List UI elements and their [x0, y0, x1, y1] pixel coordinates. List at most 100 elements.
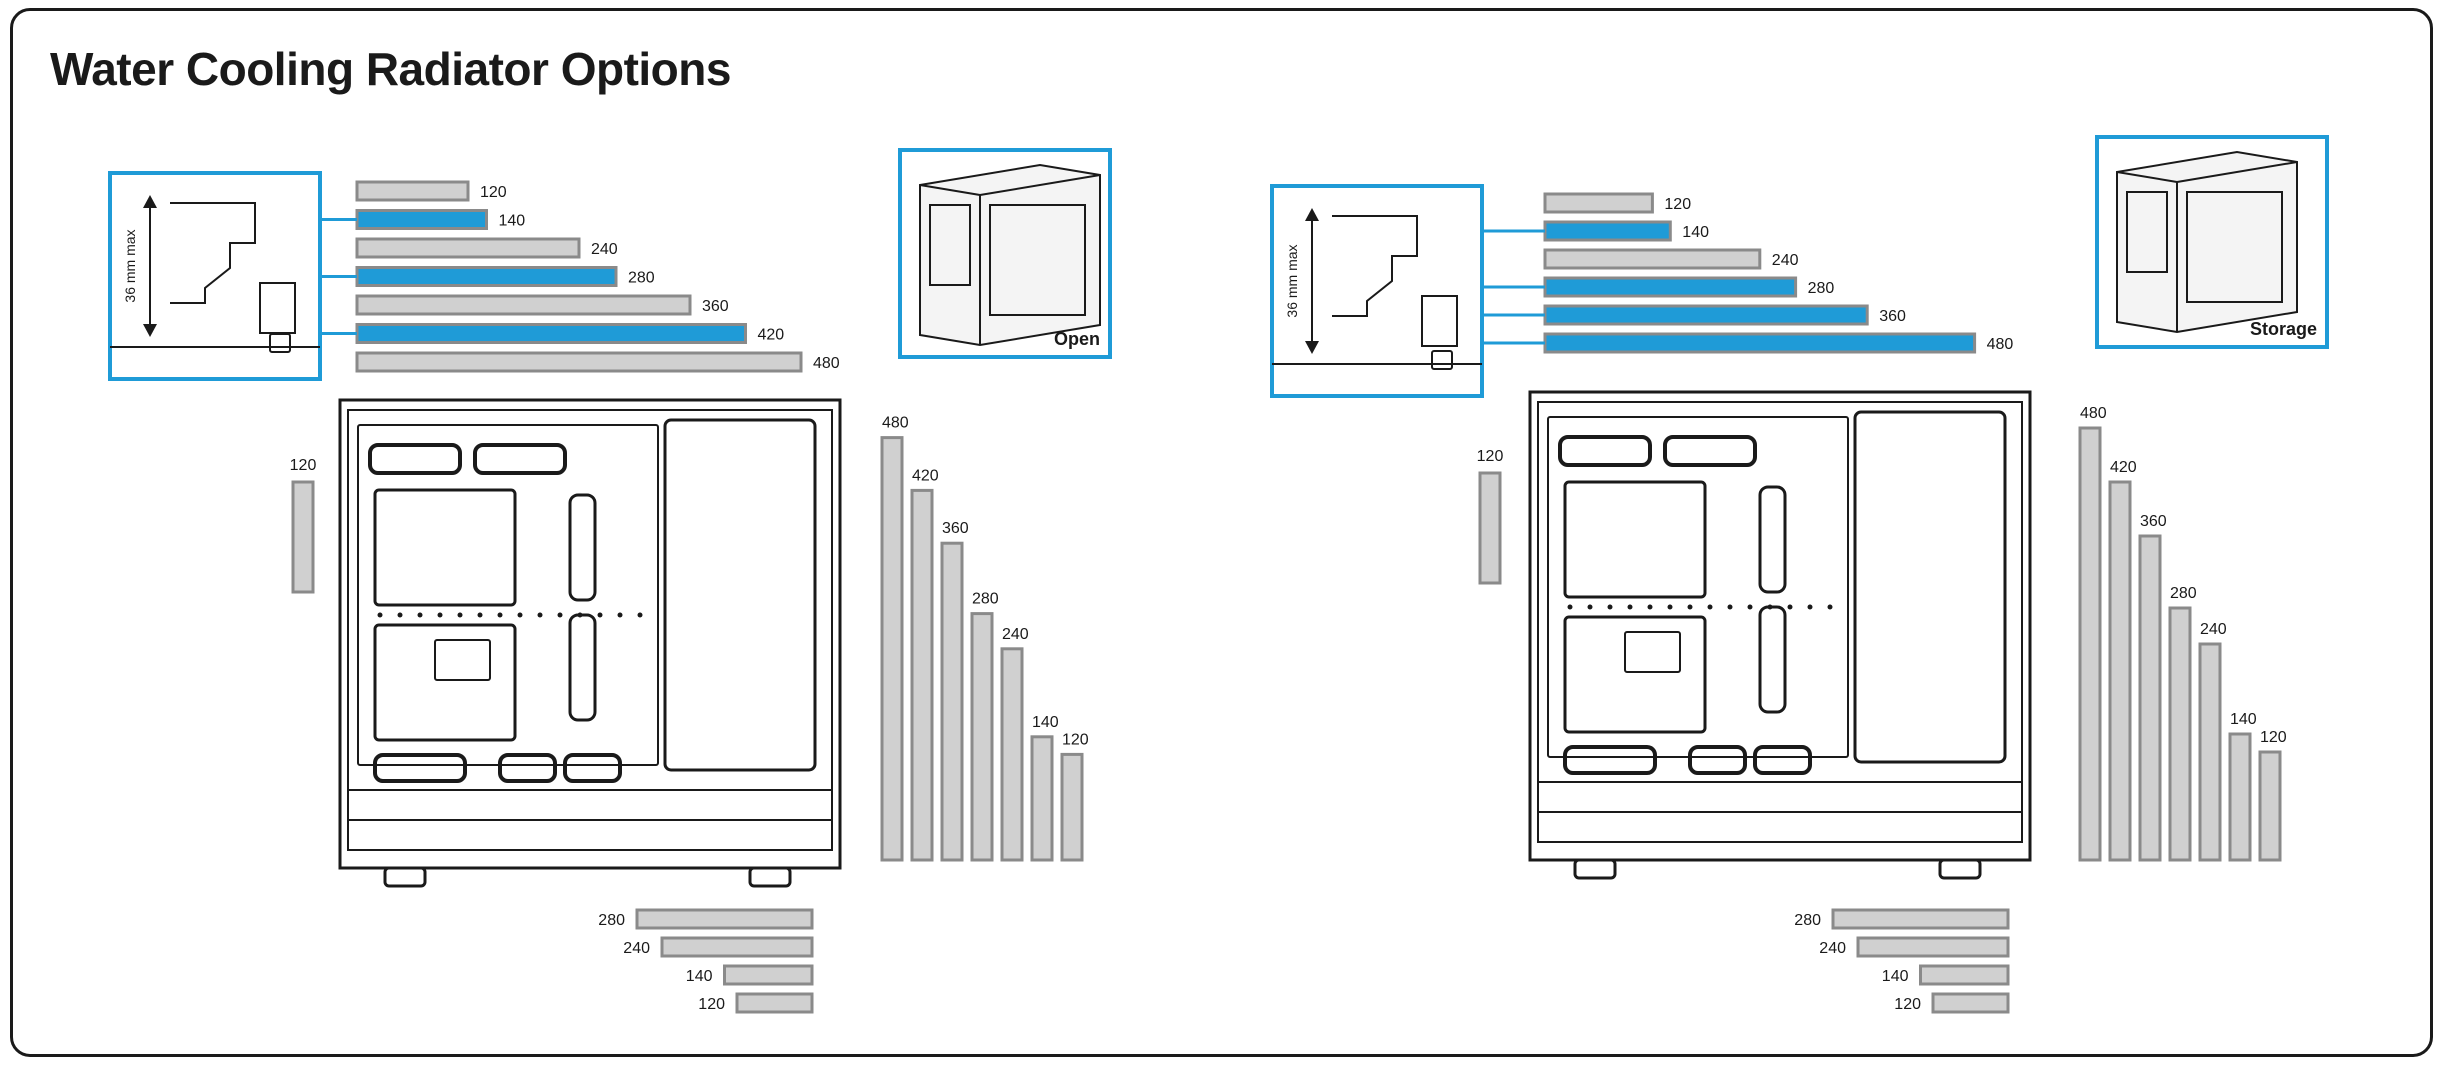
- front-radiator-label: 120: [1062, 731, 1089, 748]
- mount-hole: [1767, 604, 1773, 610]
- case-iso-panel: [929, 204, 971, 286]
- clearance-arrow-head-top: [143, 195, 157, 208]
- screw-profile: [269, 333, 291, 353]
- case-outline: [338, 398, 842, 870]
- clearance-label: 36 mm max: [1284, 244, 1300, 317]
- front-radiator-label: 360: [2140, 513, 2167, 530]
- top-radiator-120: [1543, 192, 1654, 214]
- mount-hole: [1747, 604, 1753, 610]
- left-panel: 36 mm maxOpen120140240280360420480120480…: [108, 148, 1112, 1014]
- top-fan-slot-1: [368, 443, 462, 475]
- front-radiator-480: [880, 436, 904, 862]
- case-iso-window: [2186, 191, 2283, 303]
- top-radiator-label: 360: [1879, 308, 1906, 325]
- top-radiator-label: 240: [591, 241, 618, 258]
- case-foot-right: [748, 866, 792, 888]
- right-panel: 36 mm maxStorage120140240280360480120480…: [1270, 135, 2329, 1014]
- mount-hole: [1807, 604, 1813, 610]
- psu-area: [1563, 615, 1707, 734]
- front-radiator-label: 140: [1032, 714, 1059, 731]
- front-radiator-label: 420: [912, 467, 939, 484]
- bottom-fan-slot-1: [373, 753, 467, 783]
- case-outline: [1528, 390, 2032, 862]
- front-radiator-140: [1030, 735, 1054, 862]
- mount-hole: [1607, 604, 1613, 610]
- mb-tray: [1547, 416, 1849, 758]
- psu-area: [373, 623, 517, 742]
- case-iso-top-edge: [2116, 171, 2178, 183]
- clearance-arrow-head-top: [1305, 208, 1319, 221]
- mount-hole: [1567, 604, 1573, 610]
- front-radiator-280: [2168, 606, 2192, 862]
- front-radiator-label: 120: [2260, 729, 2287, 746]
- case-iso-top-edge: [919, 184, 981, 196]
- front-radiator-240: [2198, 642, 2222, 862]
- case-iso-top-edge2: [979, 174, 1101, 196]
- bottom-fan-slot-2: [498, 753, 557, 783]
- top-radiator-label: 120: [1664, 196, 1691, 213]
- bottom-radiator-240: [1856, 936, 2010, 958]
- view-thumbnail: Open: [898, 148, 1112, 359]
- bottom-fan-slot-1: [1563, 745, 1657, 775]
- top-radiator-label: 120: [480, 184, 507, 201]
- front-radiator-240: [1000, 647, 1024, 862]
- top-radiator-140: [355, 209, 488, 230]
- bottom-radiator-120: [1931, 992, 2010, 1014]
- rear-radiator-120: [291, 480, 315, 594]
- mount-hole: [497, 612, 503, 618]
- bottom-radiator-140: [1919, 964, 2010, 986]
- case-iso-body: [919, 163, 1101, 347]
- case-drawing: [1528, 390, 2032, 880]
- fan-profile: [1421, 295, 1458, 347]
- case-drawing: [338, 398, 842, 888]
- top-radiator-120: [355, 180, 470, 202]
- side-fan-slot-2: [1758, 605, 1787, 714]
- top-radiator-280: [355, 266, 618, 287]
- bottom-radiator-label: 120: [1894, 996, 1921, 1013]
- cpu-cutout: [373, 488, 517, 607]
- top-radiator-420: [355, 323, 747, 344]
- mount-hole: [397, 612, 403, 618]
- front-radiator-120: [2258, 750, 2282, 862]
- mount-hole: [1687, 604, 1693, 610]
- bottom-radiator-140: [723, 964, 814, 986]
- top-radiator-240: [1543, 248, 1762, 270]
- case-iso-panel: [2126, 191, 2168, 273]
- case-iso-body: [2116, 150, 2298, 334]
- front-radiator-label: 140: [2230, 711, 2257, 728]
- front-radiator-label: 420: [2110, 459, 2137, 476]
- view-label: Open: [1054, 329, 1100, 349]
- clearance-arrow-head-bottom: [143, 324, 157, 337]
- front-radiator-label: 240: [1002, 626, 1029, 643]
- bottom-radiator-label: 240: [623, 940, 650, 957]
- top-radiator-label: 280: [1808, 280, 1835, 297]
- case-iso-window: [989, 204, 1086, 316]
- mount-hole: [617, 612, 623, 618]
- bottom-radiator-120: [735, 992, 814, 1014]
- mount-hole: [1727, 604, 1733, 610]
- io-label: [1624, 631, 1681, 673]
- front-radiator-label: 480: [2080, 405, 2107, 422]
- case-iso-top-edge2: [2176, 161, 2298, 183]
- front-radiator-360: [2138, 534, 2162, 862]
- clearance-label: 36 mm max: [122, 229, 138, 302]
- rear-radiator-label: 120: [1477, 448, 1504, 465]
- view-label: Storage: [2250, 319, 2317, 339]
- bottom-fan-slot-3: [563, 753, 622, 783]
- mount-hole: [1707, 604, 1713, 610]
- top-radiator-label: 360: [702, 298, 729, 315]
- top-radiator-480: [355, 351, 803, 373]
- top-radiator-label: 480: [1987, 336, 2014, 353]
- front-radiator-120: [1060, 752, 1084, 862]
- side-fan-slot-1: [1758, 485, 1787, 594]
- front-radiator-360: [940, 541, 964, 862]
- clearance-arrow-head-bottom: [1305, 341, 1319, 354]
- top-radiator-480: [1543, 332, 1977, 354]
- io-label: [434, 639, 491, 681]
- top-fan-slot-2: [473, 443, 567, 475]
- bottom-radiator-label: 280: [598, 912, 625, 929]
- mount-hole: [1667, 604, 1673, 610]
- mb-tray: [357, 424, 659, 766]
- bottom-radiator-240: [660, 936, 814, 958]
